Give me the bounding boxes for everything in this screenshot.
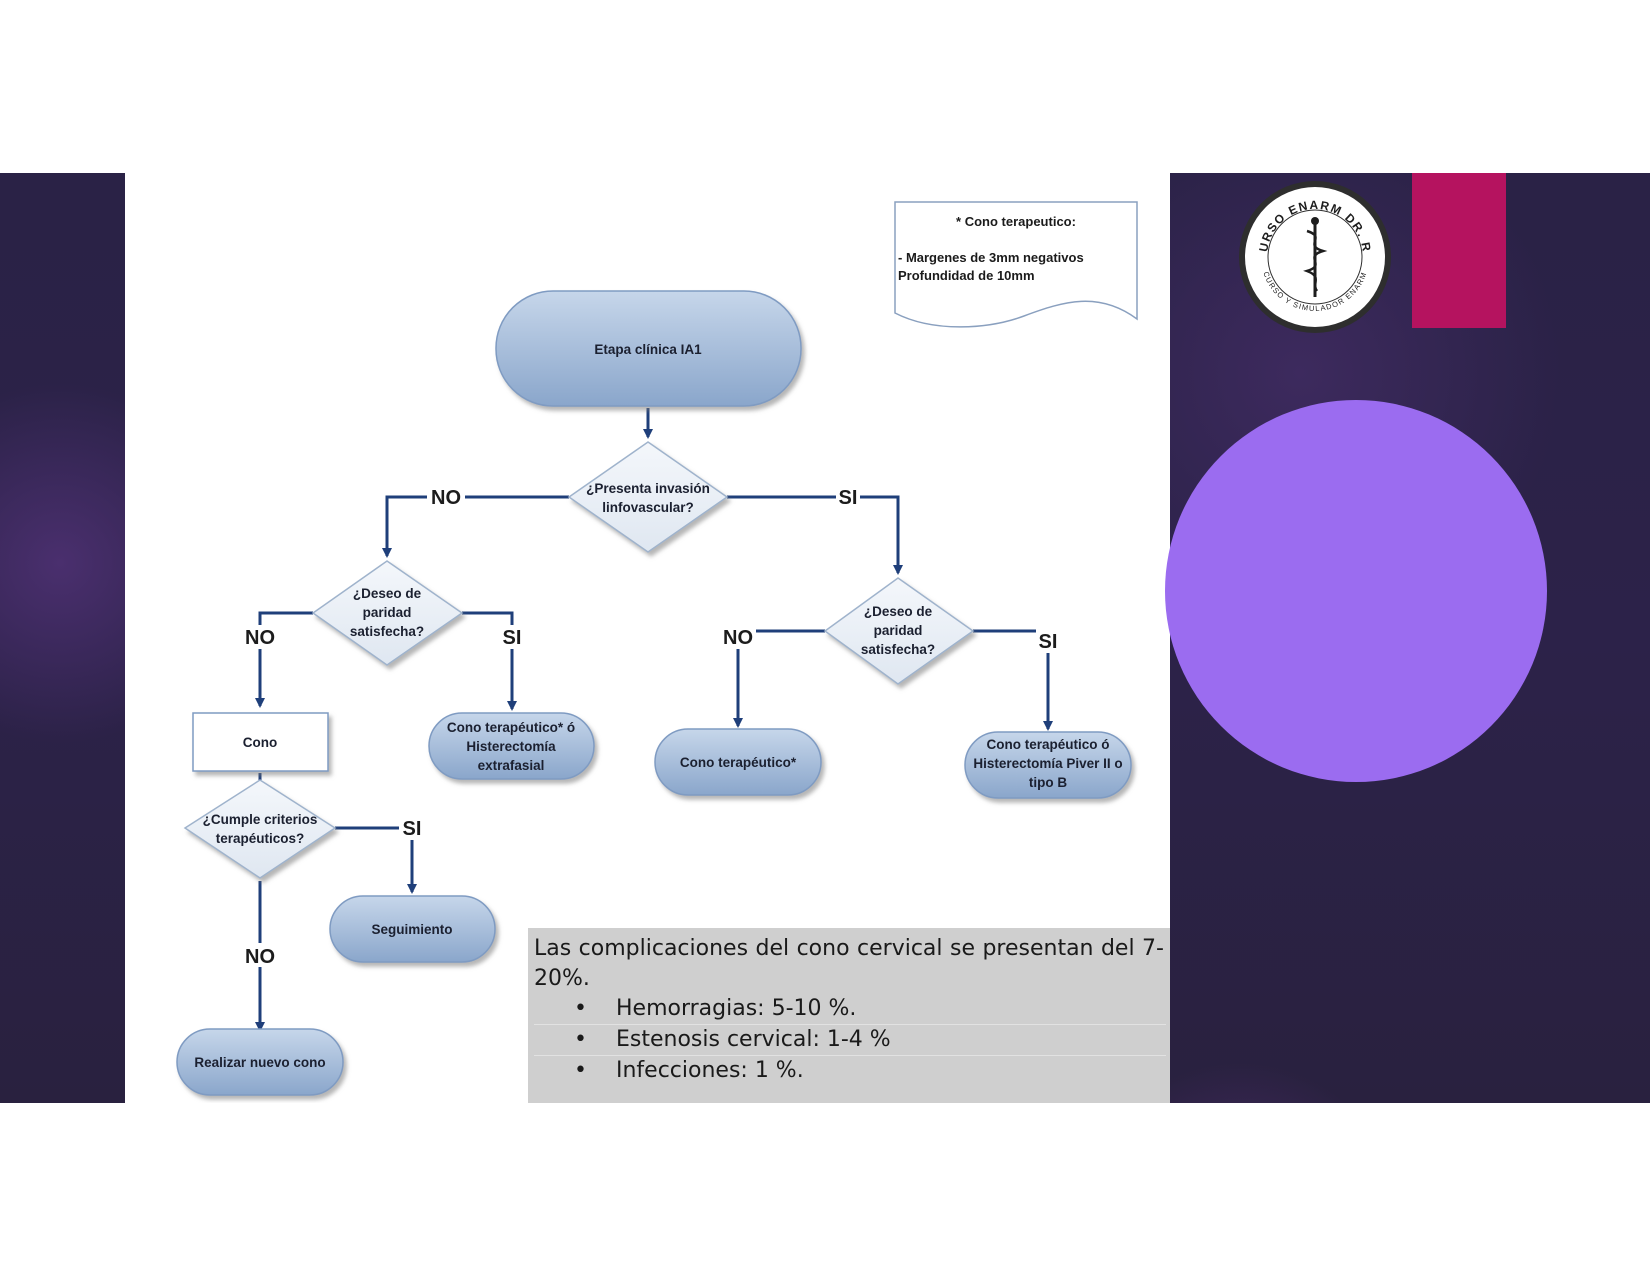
note-cono-terapeutico: * Cono terapeutico: - Margenes de 3mm ne… [894, 201, 1138, 331]
arrow-left-paridad-no [255, 611, 313, 708]
enarm-logo: CURSO ENARM DR. RE CURSO Y SIMULADOR ENA… [1237, 179, 1391, 333]
decision-labels: NO SI NO SI NO SI SI NO [242, 485, 1060, 968]
label-si-left-paridad: SI [503, 627, 522, 649]
decision-paridad-right-line2: paridad [874, 623, 923, 638]
decision-criterios: ¿Cumple criterios terapéuticos? [183, 779, 337, 879]
node-cono-histerectomia-extrafasial: Cono terapéutico* ó Histerectomía extraf… [428, 712, 595, 780]
node-piver-line1: Cono terapéutico ó [986, 737, 1109, 752]
node-nuevo-cono: Realizar nuevo cono [176, 1028, 344, 1096]
node-extrafasial-line2: Histerectomía [466, 739, 556, 754]
arrow-invasion-no [382, 495, 569, 558]
node-start: Etapa clínica IA1 [495, 290, 802, 407]
node-extrafasial-line1: Cono terapéutico* ó [447, 720, 575, 735]
node-cono: Cono [192, 712, 329, 772]
decision-paridad-left: ¿Deseo de paridad satisfecha? [311, 560, 464, 666]
decision-invasion-line2: linfovascular? [602, 500, 694, 515]
arrow-left-paridad-si [462, 611, 517, 711]
node-cono-terapeutico-label: Cono terapéutico* [680, 755, 797, 770]
note-text: * Cono terapeutico: - Margenes de 3mm ne… [894, 201, 1138, 285]
note-line-2: Profundidad de 10mm [898, 268, 1035, 283]
label-si-criterios: SI [403, 818, 422, 840]
label-no-right-paridad: NO [723, 627, 753, 649]
note-title: * Cono terapeutico: [956, 214, 1076, 229]
node-piver-line3: tipo B [1029, 775, 1067, 790]
node-cono-terapeutico: Cono terapéutico* [654, 728, 822, 796]
node-extrafasial-line3: extrafasial [478, 758, 545, 773]
decorative-magenta-bar [1412, 173, 1506, 328]
decision-invasion-line1: ¿Presenta invasión [586, 481, 710, 496]
arrow-invasion-si [727, 495, 903, 575]
bullet-icon: • [574, 1027, 587, 1052]
label-si-invasion: SI [839, 487, 858, 509]
caduceus-icon [1303, 217, 1328, 297]
node-seguimiento: Seguimiento [329, 895, 496, 963]
node-cono-piver: Cono terapéutico ó Histerectomía Piver I… [964, 731, 1132, 799]
label-no-invasion: NO [431, 487, 461, 509]
label-no-left-paridad: NO [245, 627, 275, 649]
complications-list: • Hemorragias: 5-10 %. • Estenosis cervica… [534, 994, 1166, 1086]
slide: NO SI NO SI NO SI SI NO Etapa clínica IA… [0, 173, 1650, 1103]
complication-estenosis: Estenosis cervical: 1-4 % [616, 1027, 891, 1052]
complication-hemorragias: Hemorragias: 5-10 %. [616, 996, 857, 1021]
decision-invasion: ¿Presenta invasión linfovascular? [567, 441, 729, 553]
bullet-icon: • [574, 1058, 587, 1083]
complications-intro: Las complicaciones del cono cervical se … [534, 936, 1164, 991]
node-seguimiento-label: Seguimiento [371, 922, 452, 937]
decision-paridad-left-line2: paridad [363, 605, 412, 620]
node-piver-line2: Histerectomía Piver II o [973, 756, 1122, 771]
decision-paridad-right-line3: satisfecha? [861, 642, 935, 657]
list-item: • Hemorragias: 5-10 %. [534, 994, 1166, 1024]
label-no-criterios: NO [245, 946, 275, 968]
node-nuevo-cono-label: Realizar nuevo cono [194, 1055, 325, 1070]
complications-box: Las complicaciones del cono cervical se … [528, 928, 1170, 1103]
list-item: • Estenosis cervical: 1-4 % [534, 1024, 1166, 1055]
complication-infecciones: Infecciones: 1 %. [616, 1058, 804, 1083]
decision-paridad-left-line1: ¿Deseo de [353, 586, 422, 601]
flowchart: NO SI NO SI NO SI SI NO Etapa clínica IA… [176, 290, 1132, 1096]
decorative-circle [1165, 400, 1547, 782]
decision-criterios-line2: terapéuticos? [216, 831, 305, 846]
decision-paridad-right-line1: ¿Deseo de [864, 604, 933, 619]
node-start-label: Etapa clínica IA1 [594, 342, 702, 357]
decision-paridad-left-line3: satisfecha? [350, 624, 424, 639]
label-si-right-paridad: SI [1039, 631, 1058, 653]
node-cono-label: Cono [243, 735, 278, 750]
bullet-icon: • [574, 996, 587, 1021]
decision-paridad-right: ¿Deseo de paridad satisfecha? [823, 577, 975, 685]
list-item: • Infecciones: 1 %. [534, 1055, 1166, 1086]
decision-criterios-line1: ¿Cumple criterios [203, 812, 318, 827]
note-shape [894, 201, 1138, 328]
note-line-1: - Margenes de 3mm negativos [898, 250, 1084, 265]
